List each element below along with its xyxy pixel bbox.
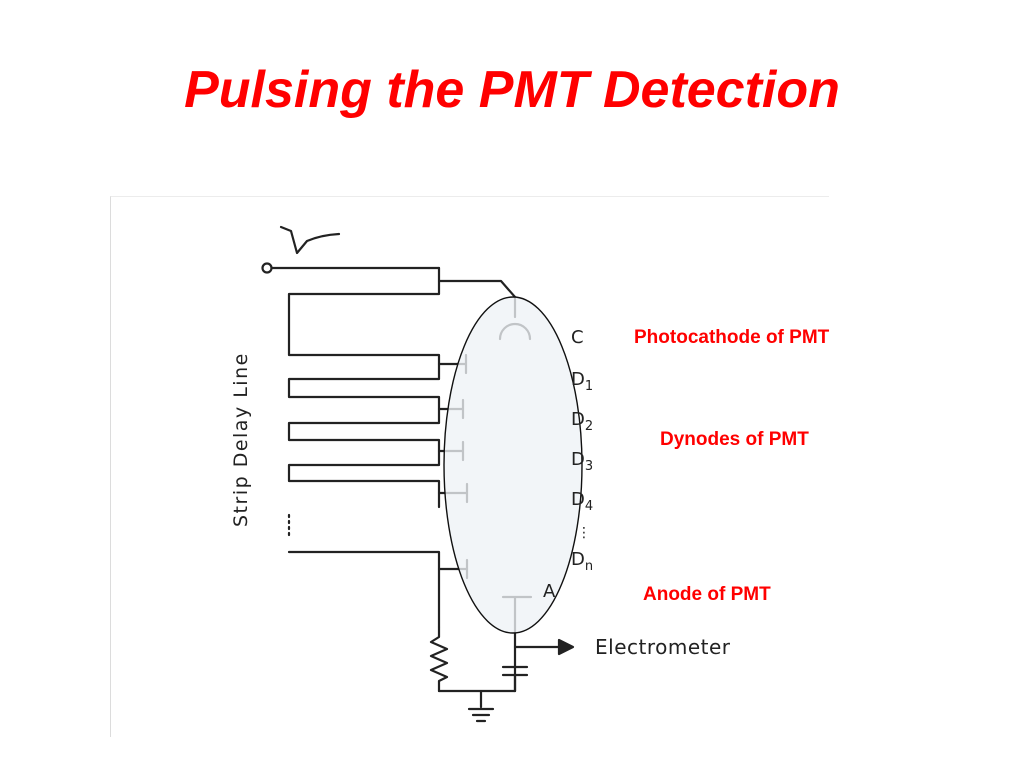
anode-annotation: Anode of PMT xyxy=(643,584,771,605)
delay-line-end xyxy=(287,550,441,629)
label-dynode-n: Dn xyxy=(571,549,593,574)
input-pulse-waveform xyxy=(279,225,341,255)
dynodes-annotation: Dynodes of PMT xyxy=(660,429,809,450)
photocathode-annotation: Photocathode of PMT xyxy=(634,327,830,348)
label-dynode-1: D1 xyxy=(571,369,593,394)
strip-delay-line xyxy=(287,266,441,509)
pmt-schematic-drawing: Strip Delay Line C D1 D2 D3 D4 ⋮ Dn A El… xyxy=(230,225,731,723)
label-cathode: C xyxy=(571,327,584,348)
label-dynode-4: D4 xyxy=(571,489,593,514)
load-resistor xyxy=(429,625,449,693)
label-dynode-3: D3 xyxy=(571,449,593,474)
ground-symbol xyxy=(467,707,495,723)
pmt-schematic: Strip Delay Line C D1 D2 D3 D4 ⋮ Dn A El… xyxy=(110,196,829,737)
pmt-envelope-ellipse xyxy=(443,296,583,634)
input-terminal xyxy=(261,262,273,274)
electrometer-label: Electrometer xyxy=(595,635,731,659)
label-dynode-2: D2 xyxy=(571,409,593,434)
label-anode: A xyxy=(543,581,556,602)
delay-line-label: Strip Delay Line xyxy=(230,352,252,527)
ground-rail xyxy=(437,689,517,709)
slide-title: Pulsing the PMT Detection xyxy=(184,61,840,119)
dynode-continuation-dots: ⋮ xyxy=(577,525,591,541)
capacitor-symbol xyxy=(501,665,529,693)
